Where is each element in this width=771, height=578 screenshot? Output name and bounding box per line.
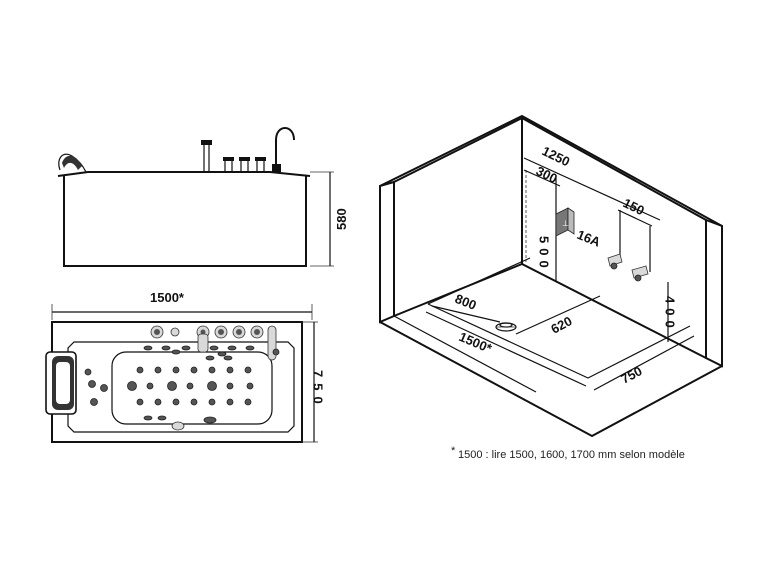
headrest-shading xyxy=(62,155,82,170)
upper-nozzles xyxy=(143,345,280,361)
jet-panel xyxy=(111,351,273,425)
socket-rating-label: 16A xyxy=(575,227,603,250)
deck-faucets xyxy=(201,127,295,173)
footnote-text: 1500 : lire 1500, 1600, 1700 mm selon mo… xyxy=(458,449,685,461)
panel-jets xyxy=(127,366,254,406)
room-width-label: 750 xyxy=(618,363,644,386)
right-wall xyxy=(705,218,723,368)
footnote: * 1500 : lire 1500, 1600, 1700 mm selon … xyxy=(451,445,685,461)
side-view: 580 xyxy=(57,127,349,267)
tap-spacing-label: 150 xyxy=(621,195,647,218)
top-width-label: 750 xyxy=(311,370,326,410)
side-jets xyxy=(84,368,108,406)
floor-back-edges xyxy=(393,262,707,359)
deck-controls xyxy=(150,325,277,361)
electrical-socket: ⊥ xyxy=(555,207,575,237)
svg-text:⊥: ⊥ xyxy=(562,219,569,228)
drain xyxy=(171,421,185,431)
tub-body xyxy=(63,176,307,267)
tub-rim xyxy=(57,171,311,177)
top-view: 1500* xyxy=(45,290,326,443)
bottom-fittings xyxy=(143,415,217,431)
tap-height-label: 400 xyxy=(663,296,678,333)
floor-inner-edge xyxy=(393,315,537,393)
room-top-edge xyxy=(379,114,723,227)
side-height-label: 580 xyxy=(334,208,349,230)
spout xyxy=(275,127,295,172)
water-taps xyxy=(607,253,649,282)
socket-height-label: 500 xyxy=(537,236,552,273)
headrest-curl xyxy=(58,153,87,173)
floor-drain xyxy=(495,322,517,332)
pillow xyxy=(45,351,77,415)
left-wall xyxy=(379,180,395,324)
room-view: 800 620 1500* 750 1250 300 150 ⊥ 16A 5 xyxy=(379,114,723,438)
drain-depth-label: 620 xyxy=(548,313,574,336)
tub-footprint xyxy=(427,303,691,379)
tub-footprint-back xyxy=(427,257,531,305)
footnote-marker: * xyxy=(451,445,456,457)
top-length-label: 1500* xyxy=(150,290,185,305)
drain-offset-label: 800 xyxy=(453,291,479,313)
floor-front-edges xyxy=(379,321,723,438)
back-wall-left-edge xyxy=(393,116,523,264)
